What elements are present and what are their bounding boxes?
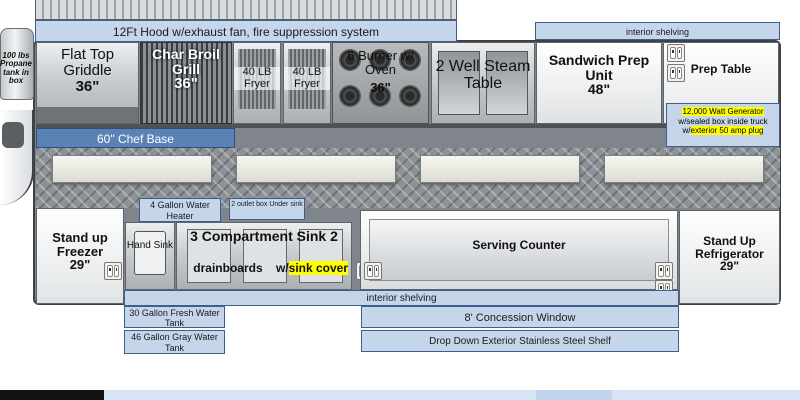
grill-name: Char Broil Grill (152, 46, 220, 77)
serving-counter-inner (369, 219, 669, 281)
refrigerator-name: Stand Up Refrigerator (695, 234, 764, 261)
outlet-icon (667, 44, 685, 62)
three-compartment-sink: 3 Compartment Sink 2 drainboards w/sink … (176, 222, 352, 290)
hand-sink-basin (134, 231, 166, 275)
serving-counter: Serving Counter (360, 210, 678, 290)
stand-up-refrigerator: Stand Up Refrigerator 29" (679, 210, 780, 304)
freezer-name: Stand up Freezer (52, 230, 108, 259)
sink-line2-highlight: sink cover (288, 260, 349, 275)
generator-line3-pre: w/ (682, 126, 691, 136)
propane-label: 100 lbs Propane tank in box (0, 51, 33, 86)
generator-line1: 12,000 Watt Generator (682, 107, 764, 116)
steam-table-name: 2 Well Steam Table (435, 58, 531, 92)
fresh-water-tank: 30 Gallon Fresh Water Tank (124, 306, 225, 328)
sink-basin-2 (243, 229, 287, 283)
hood-vent (35, 0, 457, 20)
char-broil-grill: Char Broil Grill 36" (140, 42, 232, 124)
griddle-knob-strip (37, 107, 138, 123)
truck-cab-bump (2, 122, 24, 148)
oven-size: 36" (370, 80, 391, 95)
generator-line2: w/sealed box inside truck (678, 116, 768, 126)
counter-edge (36, 124, 780, 128)
outlet-box-label: 2 outlet box Under sink (229, 198, 305, 220)
refrigerator-size: 29" (719, 259, 740, 274)
generator-box: 12,000 Watt Generator w/sealed box insid… (666, 103, 780, 147)
outlet-icon (667, 64, 685, 82)
fryer-1: 40 LB Fryer (233, 42, 281, 124)
ceiling-light (236, 155, 396, 183)
burner-icon (369, 85, 391, 107)
griddle-name: Flat Top Griddle (60, 46, 115, 79)
sink-basin-1 (187, 229, 231, 283)
burner-icon (369, 49, 391, 71)
footer-strip (104, 390, 800, 400)
generator-line3-highlight: exterior 50 amp plug (690, 126, 764, 136)
grill-size: 36" (174, 75, 198, 93)
concession-window: 8' Concession Window (361, 306, 679, 328)
propane-tank (0, 28, 34, 100)
gray-water-tank: 46 Gallon Gray Water Tank (124, 330, 225, 354)
hand-sink: Hand Sink (125, 222, 175, 290)
serving-counter-label: Serving Counter (472, 238, 566, 252)
steam-well-1 (438, 51, 480, 115)
griddle-size: 36" (75, 77, 100, 95)
burner-icon (399, 49, 421, 71)
ceiling-light (420, 155, 580, 183)
stand-up-freezer: Stand up Freezer 29" (36, 208, 124, 304)
sandwich-prep-unit: Sandwich Prep Unit 48" (536, 42, 662, 124)
burner-oven: 6 Burner w/ Oven 36" (332, 42, 429, 124)
fryer-2-name: 40 LB Fryer (284, 66, 330, 91)
interior-shelving-top: interior shelving (535, 22, 780, 40)
steam-well-2 (486, 51, 528, 115)
hand-sink-label: Hand Sink (126, 240, 174, 251)
water-heater: 4 Gallon Water Heater (139, 198, 221, 222)
sandwich-prep-size: 48" (587, 81, 611, 98)
interior-shelving-bottom: interior shelving (124, 290, 679, 306)
oven-name: 6 Burner w/ Oven (347, 48, 414, 77)
hood-label: 12Ft Hood w/exhaust fan, fire suppressio… (35, 20, 457, 42)
footer-divider (536, 390, 612, 400)
outlet-icon (104, 262, 122, 280)
prep-table-name: Prep Table (690, 62, 752, 76)
footer-dark-block (0, 390, 104, 400)
ceiling-light (604, 155, 764, 183)
steam-table: 2 Well Steam Table (431, 42, 535, 124)
outlet-icon (655, 262, 673, 280)
fryer-1-name: 40 LB Fryer (234, 66, 280, 91)
ceiling-light (52, 155, 212, 183)
freezer-size: 29" (69, 257, 91, 273)
drop-down-shelf: Drop Down Exterior Stainless Steel Shelf (361, 330, 679, 352)
chef-base: 60" Chef Base (36, 128, 235, 148)
sink-line1: 3 Compartment Sink 2 (190, 228, 338, 244)
burner-icon (399, 85, 421, 107)
griddle: Flat Top Griddle 36" (36, 42, 139, 124)
sandwich-prep-name: Sandwich Prep Unit (548, 52, 650, 83)
outlet-icon (364, 262, 382, 280)
burner-icon (339, 49, 361, 71)
sink-line2-pre: drainboards w/ (193, 260, 289, 275)
fryer-2: 40 LB Fryer (283, 42, 331, 124)
burner-icon (339, 85, 361, 107)
